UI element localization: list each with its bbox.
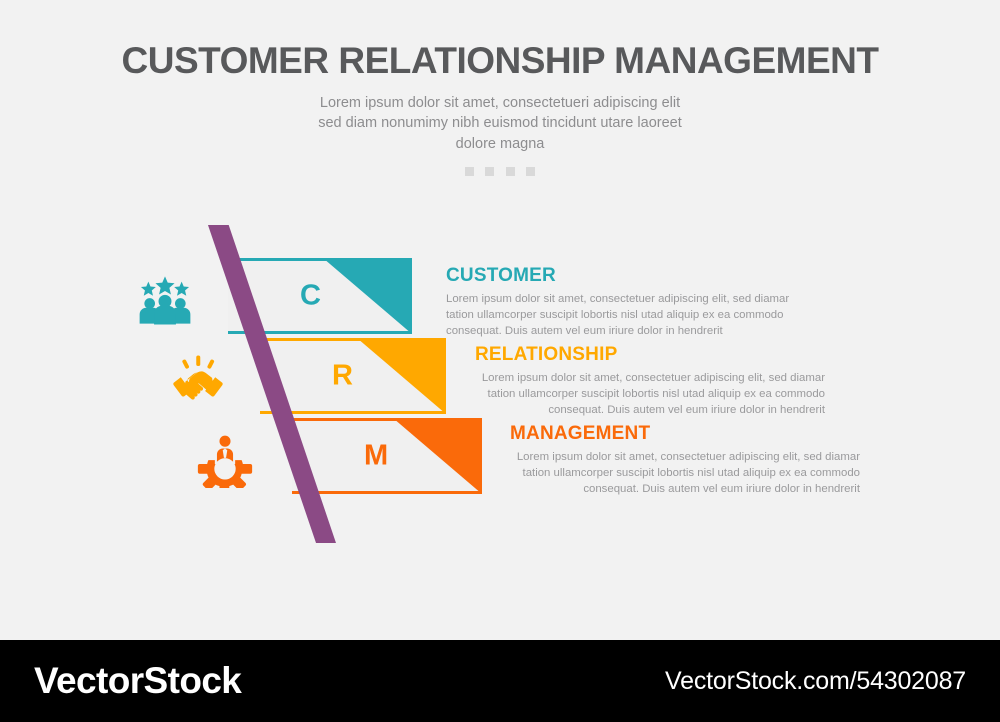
- band-top-rule: [228, 258, 412, 261]
- band-letter-r: R: [332, 359, 353, 392]
- band-bottom-rule: [228, 331, 412, 334]
- dot-1: [465, 166, 474, 176]
- header: CUSTOMER RELATIONSHIP MANAGEMENT Lorem i…: [0, 0, 1000, 176]
- page-subtitle: Lorem ipsum dolor sit amet, consectetuer…: [318, 94, 682, 152]
- body-management: Lorem ipsum dolor sit amet, consectetuer…: [516, 450, 860, 496]
- body-customer: Lorem ipsum dolor sit amet, consectetuer…: [446, 292, 790, 338]
- vectorstock-url: VectorStock.com/54302087: [665, 666, 966, 695]
- band-letter-m: M: [364, 439, 389, 472]
- handshake-icon: [170, 352, 226, 408]
- band-bottom-rule: [260, 411, 446, 414]
- text-block-customer: CUSTOMER Lorem ipsum dolor sit amet, con…: [446, 265, 796, 339]
- crm-diagram: C R M: [0, 210, 1000, 550]
- watermark-bar: VectorStock VectorStock.com/54302087: [0, 640, 1000, 722]
- body-relationship: Lorem ipsum dolor sit amet, consectetuer…: [481, 371, 825, 417]
- person-in-gear-icon: [197, 432, 253, 488]
- decorative-dots: [465, 155, 535, 176]
- vectorstock-logo: VectorStock: [34, 660, 242, 701]
- heading-management: MANAGEMENT: [510, 423, 651, 444]
- infographic-canvas: CUSTOMER RELATIONSHIP MANAGEMENT Lorem i…: [0, 0, 1000, 640]
- dot-3: [505, 166, 515, 176]
- dot-2: [485, 166, 495, 176]
- step-band-management[interactable]: M: [292, 418, 482, 494]
- heading-relationship: RELATIONSHIP: [475, 344, 618, 365]
- band-bottom-rule: [292, 491, 482, 494]
- page-title: CUSTOMER RELATIONSHIP MANAGEMENT: [121, 40, 879, 81]
- band-letter-c: C: [300, 279, 321, 312]
- band-top-rule: [292, 418, 482, 421]
- text-block-relationship: RELATIONSHIP Lorem ipsum dolor sit amet,…: [475, 344, 825, 418]
- people-group-stars-icon: [137, 272, 193, 328]
- band-top-rule: [260, 338, 446, 341]
- step-band-relationship[interactable]: R: [260, 338, 446, 414]
- dot-4: [525, 166, 535, 176]
- text-block-management: MANAGEMENT Lorem ipsum dolor sit amet, c…: [510, 423, 860, 497]
- heading-customer: CUSTOMER: [446, 265, 556, 286]
